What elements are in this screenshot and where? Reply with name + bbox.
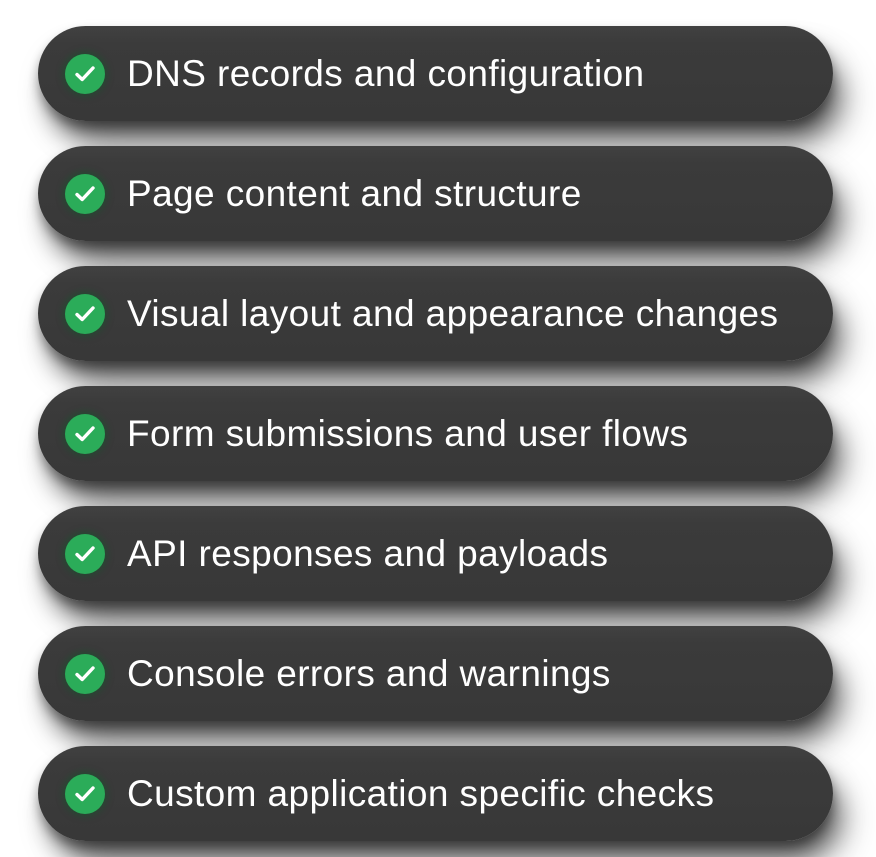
checklist-item: Visual layout and appearance changes — [38, 266, 833, 361]
checklist-item-label: DNS records and configuration — [127, 52, 645, 94]
check-circle-icon — [65, 533, 105, 574]
check-circle-icon — [65, 53, 105, 94]
check-circle-icon — [65, 773, 105, 814]
checklist-item: DNS records and configuration — [38, 26, 833, 121]
check-circle-icon — [65, 653, 105, 694]
checklist-item-label: Page content and structure — [127, 172, 582, 214]
checklist-item-label: Visual layout and appearance changes — [127, 292, 779, 334]
checklist-item: Form submissions and user flows — [38, 386, 833, 481]
checklist-item-label: Console errors and warnings — [127, 652, 611, 694]
checklist-item-label: Custom application specific checks — [127, 772, 715, 814]
checklist-item: API responses and payloads — [38, 506, 833, 601]
check-circle-icon — [65, 413, 105, 454]
checklist-item: Custom application specific checks — [38, 746, 833, 841]
checklist-item-label: Form submissions and user flows — [127, 412, 689, 454]
check-circle-icon — [65, 173, 105, 214]
checklist-item-label: API responses and payloads — [127, 532, 609, 574]
checklist-item: Page content and structure — [38, 146, 833, 241]
checklist-item: Console errors and warnings — [38, 626, 833, 721]
checklist: DNS records and configuration Page conte… — [38, 26, 833, 841]
check-circle-icon — [65, 293, 105, 334]
